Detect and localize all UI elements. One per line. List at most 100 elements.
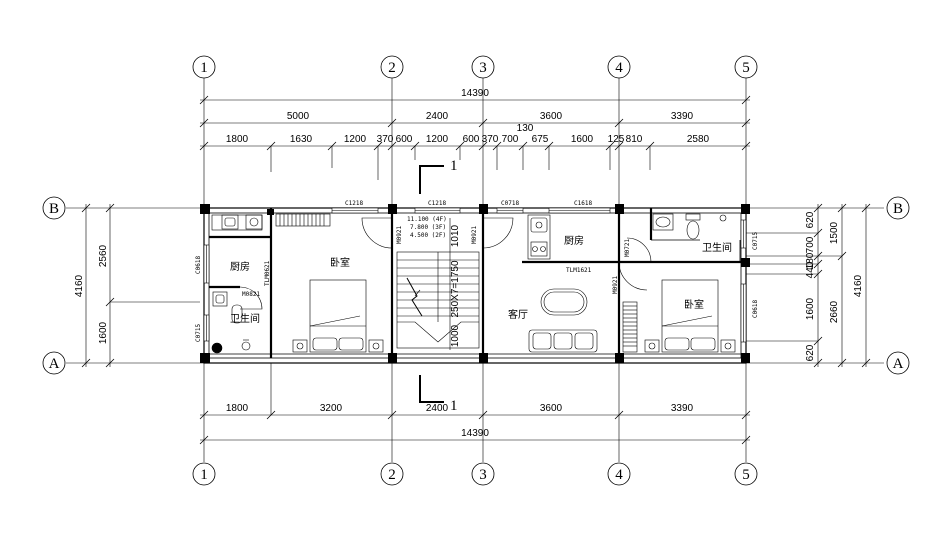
- svg-text:180: 180: [805, 252, 816, 269]
- svg-text:TLM0621: TLM0621: [264, 260, 271, 286]
- opening-tags: C1218 C1218 C0718 C1618 C0618 C0715 C071…: [195, 200, 759, 342]
- axis-bubble-1-bottom: 1: [192, 462, 216, 486]
- svg-text:1200: 1200: [426, 134, 449, 145]
- staircase: [396, 251, 480, 349]
- svg-text:3200: 3200: [320, 403, 343, 414]
- left-dimensions: 4160 2560 1600: [74, 203, 200, 368]
- svg-text:3: 3: [479, 467, 487, 483]
- svg-text:370: 370: [482, 134, 499, 145]
- axis-bubble-3-bottom: 3: [471, 462, 495, 486]
- svg-text:1: 1: [200, 60, 208, 76]
- svg-text:C1218: C1218: [345, 200, 363, 207]
- svg-text:810: 810: [626, 134, 643, 145]
- top-dimensions: 14390 5000 2400 3600 3390 1800 1630 1200…: [199, 88, 751, 180]
- svg-text:5: 5: [742, 60, 750, 76]
- room-label-bath-left: 卫生间: [230, 312, 260, 325]
- kitchen-right-fixtures: [527, 214, 551, 260]
- svg-text:C0618: C0618: [195, 256, 202, 274]
- room-label-bedroom-right: 卧室: [684, 298, 704, 311]
- room-label-kitchen-left: 厨房: [230, 260, 250, 273]
- axis-bubble-1-top: 1: [192, 55, 216, 79]
- svg-text:1: 1: [450, 158, 458, 174]
- bottom-dimensions: 1800 3200 2400 3600 3390 14390: [199, 363, 751, 445]
- svg-text:130: 130: [517, 123, 534, 134]
- room-label-kitchen-right: 厨房: [564, 234, 584, 247]
- bath-left-fixtures: [211, 291, 251, 354]
- svg-text:M0721: M0721: [624, 239, 631, 257]
- axis-bubble-4-top: 4: [607, 55, 631, 79]
- svg-text:1010: 1010: [450, 224, 461, 247]
- svg-text:C0715: C0715: [752, 232, 759, 250]
- svg-text:M0921: M0921: [471, 226, 478, 244]
- svg-text:3390: 3390: [671, 403, 694, 414]
- bath-right-fixtures: [652, 213, 727, 240]
- axis-bubbles: 1 2 3 4 5 1 2 3 4 5 B A B A: [42, 55, 910, 486]
- svg-text:250X7=1750: 250X7=1750: [450, 260, 461, 317]
- svg-text:C0718: C0718: [501, 200, 519, 207]
- axis-bubble-2-top: 2: [380, 55, 404, 79]
- svg-text:4.500 (2F): 4.500 (2F): [410, 232, 446, 239]
- svg-text:M0821: M0821: [242, 291, 260, 298]
- bed-left: [292, 279, 384, 353]
- svg-text:2400: 2400: [426, 403, 449, 414]
- svg-text:1600: 1600: [98, 321, 109, 344]
- svg-text:2560: 2560: [98, 244, 109, 267]
- axis-bubble-B-left: B: [42, 196, 66, 220]
- svg-text:C1618: C1618: [574, 200, 592, 207]
- svg-text:11.100 (4F): 11.100 (4F): [407, 216, 447, 223]
- axis-bubble-2-bottom: 2: [380, 462, 404, 486]
- svg-text:A: A: [893, 356, 904, 372]
- svg-text:1600: 1600: [805, 297, 816, 320]
- dim-overall-top: 14390: [461, 88, 489, 99]
- room-labels: 厨房 卫生间 卧室 厨房 卫生间 客厅 卧室: [230, 234, 732, 325]
- svg-text:5000: 5000: [287, 111, 310, 122]
- svg-text:B: B: [893, 201, 903, 217]
- wardrobe-hatch: [275, 213, 638, 353]
- svg-text:1: 1: [200, 467, 208, 483]
- svg-text:1200: 1200: [344, 134, 367, 145]
- svg-text:600: 600: [396, 134, 413, 145]
- svg-text:B: B: [49, 201, 59, 217]
- svg-text:C0618: C0618: [752, 300, 759, 318]
- svg-text:620: 620: [805, 211, 816, 228]
- room-label-bath-right: 卫生间: [702, 241, 732, 254]
- svg-text:600: 600: [463, 134, 480, 145]
- svg-text:3600: 3600: [540, 111, 563, 122]
- svg-text:1500: 1500: [829, 221, 840, 244]
- svg-text:370: 370: [377, 134, 394, 145]
- svg-text:3600: 3600: [540, 403, 563, 414]
- svg-text:2: 2: [388, 467, 396, 483]
- svg-text:1800: 1800: [226, 403, 249, 414]
- svg-text:2660: 2660: [829, 300, 840, 323]
- axis-bubble-5-top: 5: [734, 55, 758, 79]
- svg-text:TLM1621: TLM1621: [566, 267, 592, 274]
- svg-text:675: 675: [532, 134, 549, 145]
- columns: [200, 204, 750, 363]
- svg-text:1630: 1630: [290, 134, 313, 145]
- doors: [239, 217, 652, 310]
- kitchen-left-fixtures: [211, 214, 263, 231]
- dim-overall-bottom: 14390: [461, 428, 489, 439]
- svg-text:2400: 2400: [426, 111, 449, 122]
- svg-text:7.800 (3F): 7.800 (3F): [410, 224, 446, 231]
- axis-bubble-B-right: B: [886, 196, 910, 220]
- svg-text:700: 700: [502, 134, 519, 145]
- svg-text:1600: 1600: [571, 134, 594, 145]
- svg-text:M0921: M0921: [612, 276, 619, 294]
- svg-text:620: 620: [805, 344, 816, 361]
- room-label-bedroom-left: 卧室: [330, 256, 350, 269]
- section-marks: 1 1: [419, 158, 458, 414]
- svg-text:700: 700: [805, 236, 816, 253]
- bed-right: [644, 279, 736, 353]
- svg-text:M0921: M0921: [396, 226, 403, 244]
- right-dimensions: 620 700 180 440 1600 620 1500 2660 4160: [746, 203, 871, 368]
- svg-text:1000: 1000: [450, 324, 461, 347]
- svg-text:125: 125: [608, 134, 625, 145]
- axis-bubble-A-right: A: [886, 351, 910, 375]
- svg-text:4160: 4160: [74, 274, 85, 297]
- room-label-living: 客厅: [508, 308, 528, 321]
- svg-text:3: 3: [479, 60, 487, 76]
- svg-text:C0715: C0715: [195, 324, 202, 342]
- svg-text:1: 1: [450, 398, 458, 414]
- windows: [203, 207, 747, 343]
